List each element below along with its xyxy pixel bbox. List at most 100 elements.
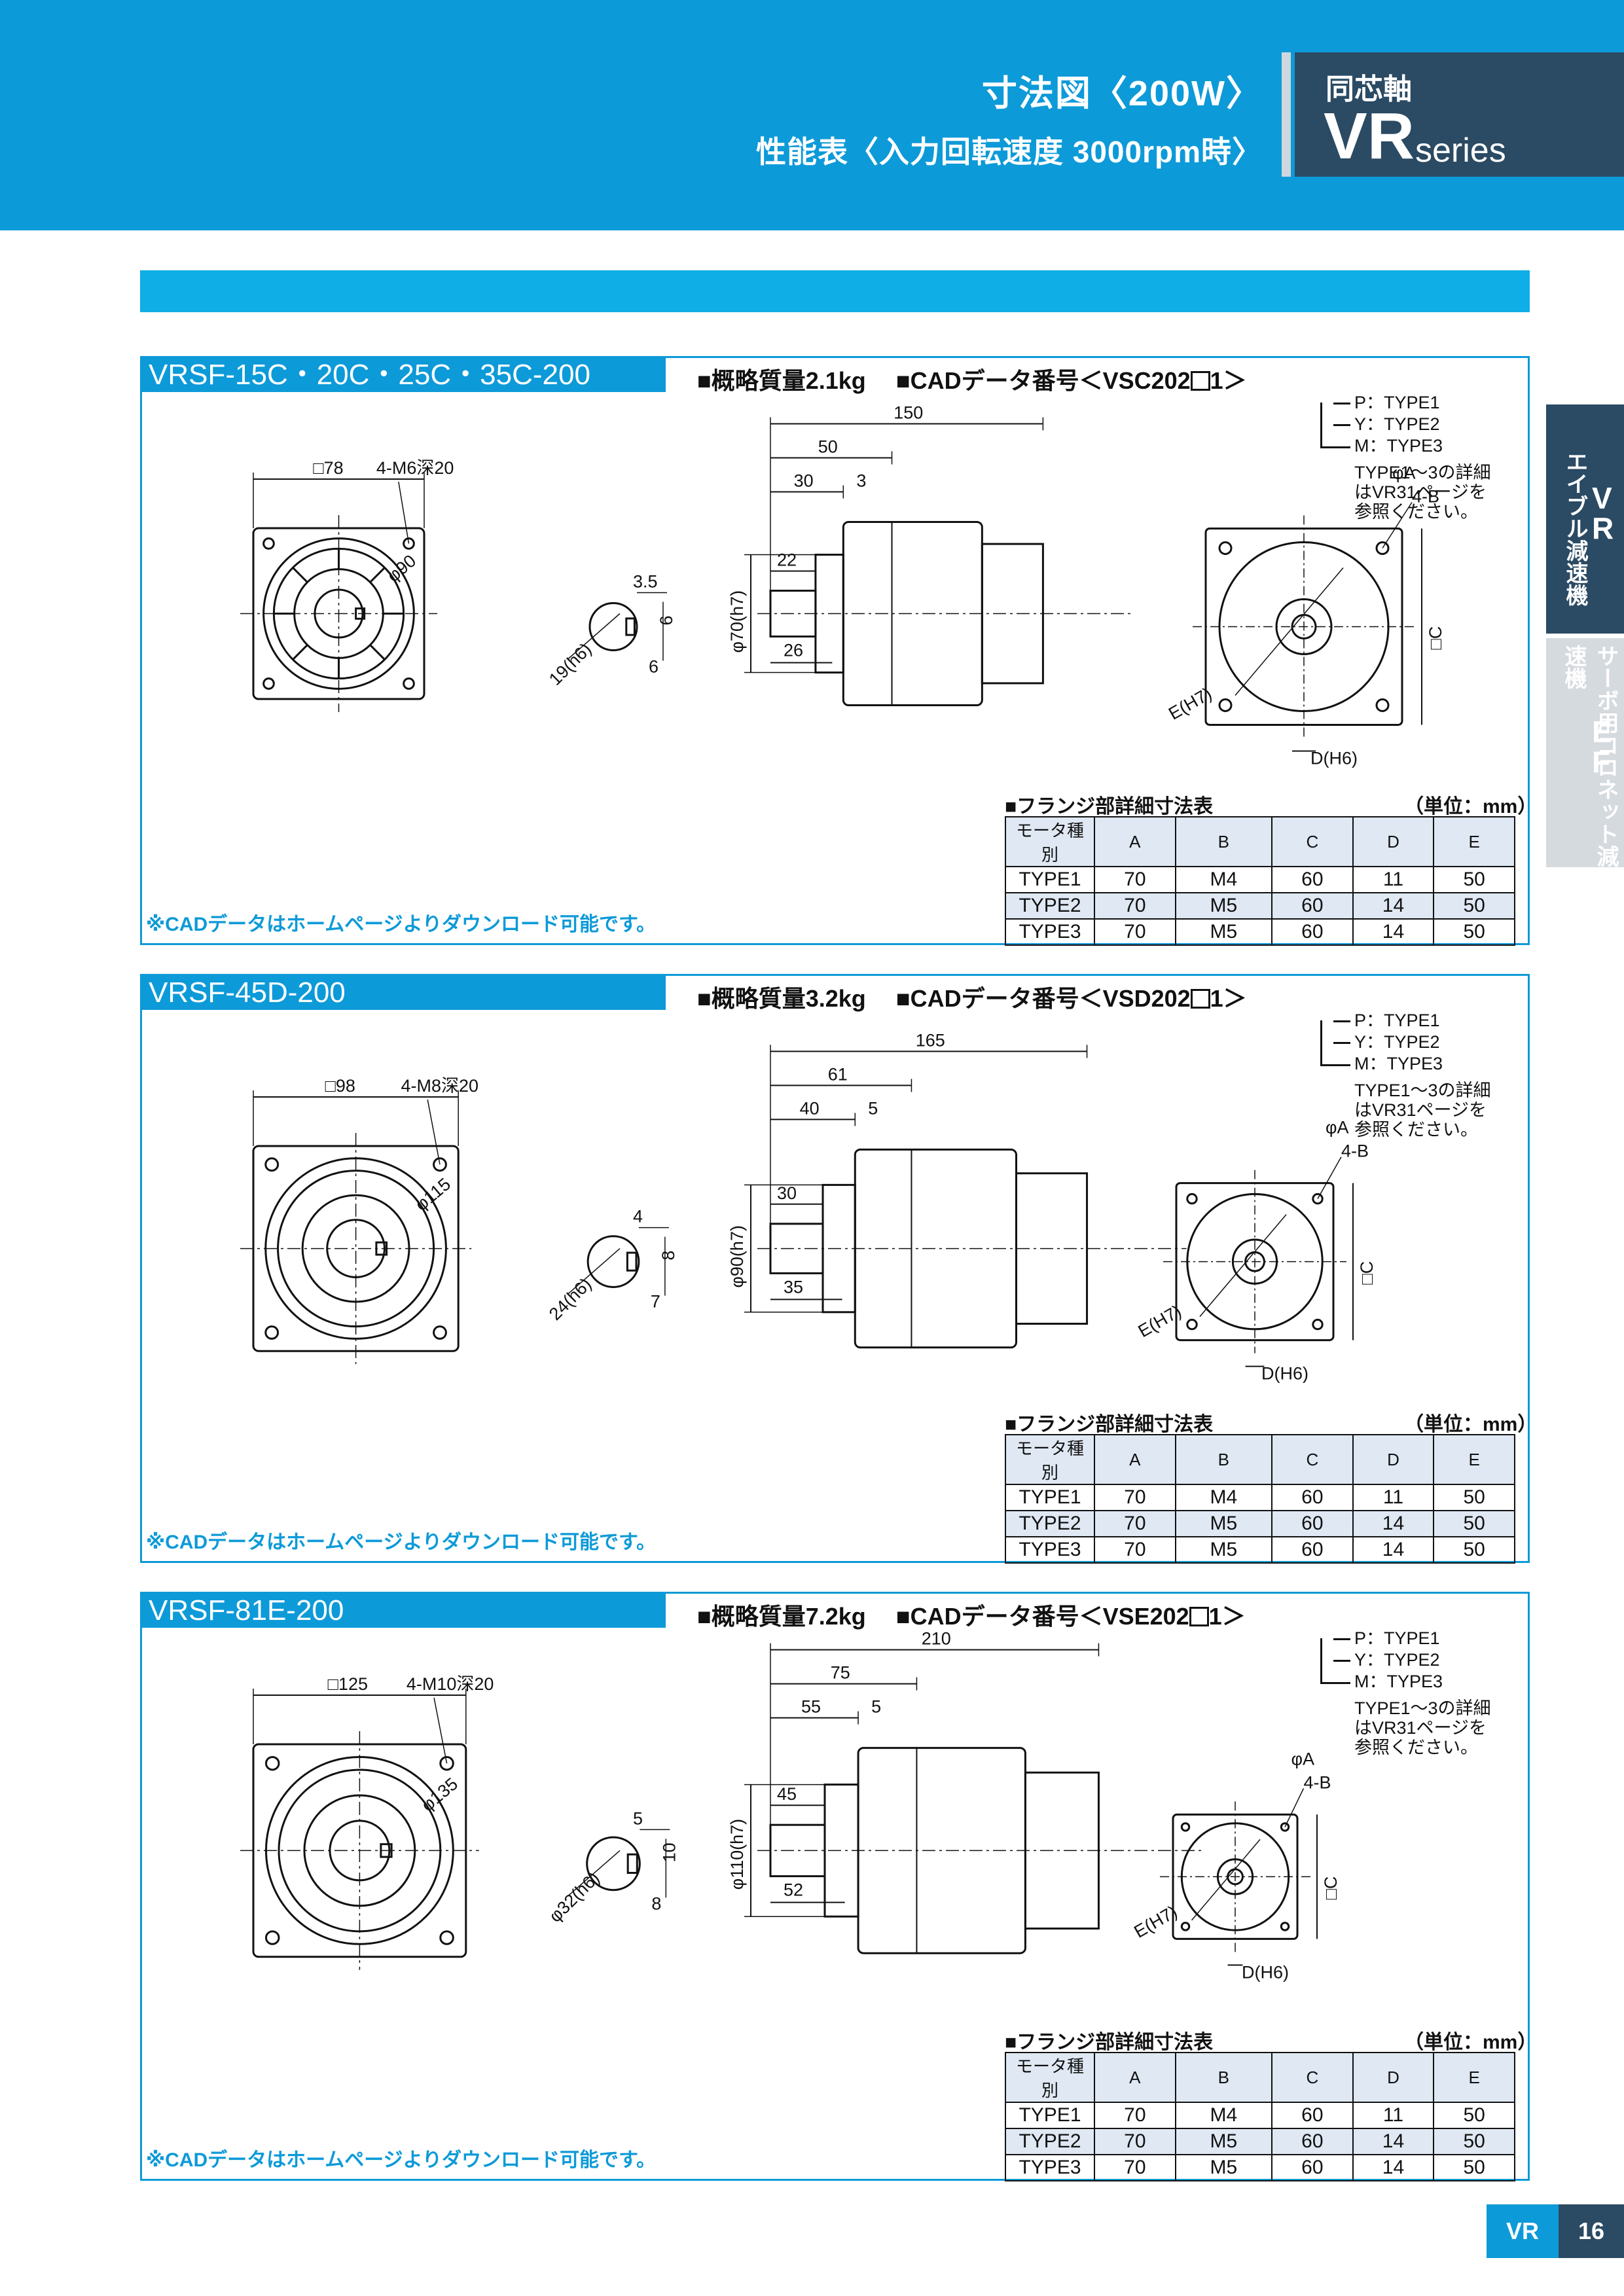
- front-pcd-dim: φ115: [411, 1174, 454, 1215]
- header-title-dimensions: 寸法図〈200W〉: [981, 74, 1263, 113]
- type-note-line: はVR31ページを: [1354, 482, 1487, 502]
- table-cell: TYPE1: [1005, 866, 1095, 893]
- table-cell: 60: [1271, 1484, 1354, 1511]
- model-label: VRSF-81E-200: [142, 1594, 666, 1628]
- type-note: TYPE1～3の詳細 はVR31ページを 参照ください。: [1354, 463, 1491, 522]
- shaft-key-dim2: 8: [651, 1893, 661, 1913]
- model-section: VRSF-81E-200 ■概略質量7.2kg ■CADデータ番号＜VSE202…: [140, 1592, 1537, 2181]
- shaft-key-dim1: 6: [657, 615, 676, 625]
- side-dim-4: 45: [777, 1784, 797, 1804]
- side-dim-4: 22: [777, 550, 797, 570]
- side-dim-5: 35: [784, 1277, 803, 1297]
- type-note-line: はVR31ページを: [1354, 1718, 1487, 1738]
- table-cell: TYPE3: [1005, 2154, 1095, 2181]
- table-header-cell: C: [1271, 2052, 1354, 2103]
- table-header-cell: D: [1352, 1434, 1435, 1485]
- cad-number-prefix: ■CADデータ番号＜VSC202: [895, 367, 1191, 394]
- side-tab-ef-letters: EF: [1592, 715, 1612, 779]
- table-header-cell: D: [1352, 2052, 1435, 2103]
- table-cell: 50: [1433, 2154, 1515, 2181]
- flange-d-h6: D(H6): [1310, 749, 1358, 768]
- cad-download-note: ※CADデータはホームページよりダウンロード可能です。: [146, 914, 657, 935]
- front-square-dim: □98: [325, 1076, 355, 1096]
- series-badge-series: series: [1415, 132, 1506, 170]
- side-dim-1: 61: [828, 1064, 848, 1084]
- table-cell: M5: [1174, 918, 1273, 946]
- table-cell: 11: [1352, 866, 1435, 893]
- approx-mass: ■概略質量3.2kg: [697, 985, 866, 1012]
- flange-square-c: □C: [1321, 1876, 1341, 1900]
- page-number: 16: [1559, 2204, 1624, 2258]
- side-tab-vr-text: エイブル減速機: [1562, 450, 1587, 606]
- table-cell: 11: [1352, 1484, 1435, 1511]
- type-legend-item: Y：TYPE2: [1354, 1650, 1440, 1670]
- table-cell: 50: [1433, 2128, 1515, 2155]
- cad-number-suffix: 1＞: [1208, 1603, 1246, 1630]
- side-tab-vr[interactable]: エイブル減速機 VR: [1546, 404, 1624, 634]
- flange-d-h6: D(H6): [1242, 1962, 1289, 1982]
- table-header-cell: E: [1433, 816, 1515, 867]
- table-cell: 50: [1433, 1484, 1515, 1511]
- table-cell: 60: [1271, 1536, 1354, 1564]
- shaft-diameter: φ32(h6): [545, 1868, 604, 1926]
- table-cell: 60: [1271, 918, 1354, 946]
- front-holes-dim: 4-M8深20: [401, 1076, 479, 1096]
- type-legend-item: M：TYPE3: [1354, 436, 1443, 456]
- table-cell: 70: [1094, 1536, 1176, 1564]
- cad-number-suffix: 1＞: [1210, 985, 1247, 1012]
- side-total-length: 165: [916, 1030, 945, 1050]
- table-cell: 60: [1271, 1510, 1354, 1537]
- type-note-line: 参照ください。: [1354, 1738, 1478, 1757]
- table-cell: 70: [1094, 2128, 1176, 2155]
- type-bracket: [1320, 403, 1350, 448]
- table-cell: 60: [1271, 2128, 1354, 2155]
- side-dim-5: 26: [784, 641, 803, 660]
- cad-download-note: ※CADデータはホームページよりダウンロード可能です。: [146, 2149, 657, 2171]
- type-bracket-tick: [1333, 403, 1350, 404]
- side-pilot-diameter: φ110(h7): [727, 1819, 747, 1890]
- side-dim-1: 50: [818, 437, 838, 457]
- table-header-cell: モータ種別: [1005, 816, 1095, 867]
- table-header-row: モータ種別 A B C D E: [1005, 2052, 1515, 2103]
- table-header-cell: A: [1094, 1434, 1176, 1485]
- table-header-row: モータ種別 A B C D E: [1005, 816, 1515, 867]
- table-cell: 14: [1352, 892, 1435, 920]
- table-cell: M5: [1174, 2128, 1273, 2155]
- flange-table-title: ■フランジ部詳細寸法表: [1005, 796, 1214, 817]
- table-header-cell: B: [1174, 2052, 1273, 2103]
- side-dim-2: 30: [794, 471, 814, 491]
- type-note-line: TYPE1～3の詳細: [1354, 463, 1491, 482]
- type-legend-item: Y：TYPE2: [1354, 1032, 1440, 1052]
- flange-phi-a: φA: [1326, 1118, 1349, 1138]
- side-dim-2: 40: [800, 1098, 820, 1118]
- table-cell: 50: [1433, 918, 1515, 946]
- shaft-key-width: 4: [633, 1207, 643, 1227]
- table-cell: 70: [1094, 2102, 1176, 2129]
- table-cell: 14: [1352, 2128, 1435, 2155]
- type-bracket-tick: [1333, 1660, 1350, 1662]
- front-square-dim: □125: [328, 1674, 368, 1694]
- flange-e-h7: E(H7): [1165, 683, 1215, 723]
- side-dim-3: 5: [871, 1697, 881, 1717]
- table-header-cell: C: [1271, 1434, 1354, 1485]
- side-tab-ef-text: サーボ用コロネット減速機: [1561, 645, 1618, 867]
- side-tab-vr-letters: VR: [1592, 481, 1614, 545]
- side-tab-ef[interactable]: サーボ用コロネット減速機 EF: [1546, 638, 1624, 867]
- series-badge-vr: VR: [1324, 99, 1415, 173]
- front-square-dim: □78: [313, 458, 343, 478]
- table-cell: 14: [1352, 2154, 1435, 2181]
- table-cell: 50: [1433, 866, 1515, 893]
- flange-table-title: ■フランジ部詳細寸法表: [1005, 2032, 1214, 2053]
- table-cell: 11: [1352, 2102, 1435, 2129]
- table-cell: 50: [1433, 1536, 1515, 1564]
- table-header-row: モータ種別 A B C D E: [1005, 1434, 1515, 1485]
